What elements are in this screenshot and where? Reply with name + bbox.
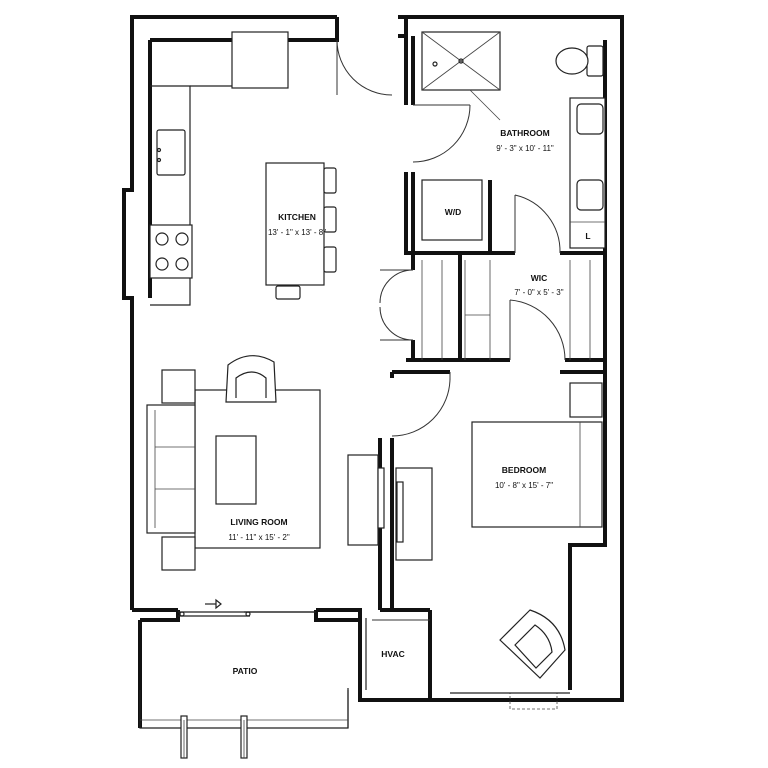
tv xyxy=(377,467,385,529)
living-furniture xyxy=(146,355,385,571)
interior-walls xyxy=(358,36,607,702)
arrow-right-icon xyxy=(205,598,222,610)
barstool xyxy=(323,246,337,273)
living-room-label: LIVING ROOM xyxy=(230,517,287,527)
bathroom-fixtures xyxy=(421,31,606,249)
room-labels: KITCHEN 13' - 1" x 13' - 8" BATHROOM 9' … xyxy=(228,128,590,676)
bedroom-chair xyxy=(499,609,566,679)
bedroom-label: BEDROOM xyxy=(502,465,546,475)
bathroom-sink xyxy=(576,103,604,135)
end-table xyxy=(161,536,196,571)
toilet xyxy=(555,47,589,75)
bathroom-sink xyxy=(576,179,604,211)
armchair xyxy=(225,355,277,403)
bedroom-dimensions: 10' - 8" x 15' - 7" xyxy=(495,481,553,490)
end-table xyxy=(161,369,196,404)
wic-dimensions: 7' - 0" x 5' - 3" xyxy=(514,288,563,297)
kitchen-label: KITCHEN xyxy=(278,212,316,222)
barstool xyxy=(275,285,301,300)
laundry-closets xyxy=(421,179,591,360)
sofa xyxy=(146,404,196,534)
refrigerator xyxy=(231,31,289,89)
patio-railing xyxy=(139,690,349,759)
toilet-tank xyxy=(586,45,604,77)
kitchen-fixtures xyxy=(149,31,337,306)
wic-label: WIC xyxy=(531,273,548,283)
bedroom-furniture xyxy=(395,382,603,710)
nightstand xyxy=(569,382,603,418)
washer-dryer xyxy=(421,179,483,241)
hvac-label: HVAC xyxy=(381,649,404,659)
coffee-table xyxy=(215,435,257,505)
bathroom-dimensions: 9' - 3" x 10' - 11" xyxy=(496,144,554,153)
living-room-dimensions: 11' - 11" x 15' - 2" xyxy=(228,533,290,542)
kitchen-dimensions: 13' - 1" x 13' - 8" xyxy=(268,228,326,237)
doors xyxy=(178,39,566,621)
kitchen-sink xyxy=(156,129,186,176)
range xyxy=(149,224,193,279)
tv-console xyxy=(347,454,379,546)
barstool xyxy=(323,206,337,233)
kitchen-island xyxy=(265,162,325,286)
bathroom-label: BATHROOM xyxy=(500,128,549,138)
wd-label: W/D xyxy=(445,207,462,217)
bedroom-tv xyxy=(396,481,404,543)
barstool xyxy=(323,167,337,194)
patio-label: PATIO xyxy=(233,666,258,676)
linen-label: L xyxy=(585,231,590,241)
